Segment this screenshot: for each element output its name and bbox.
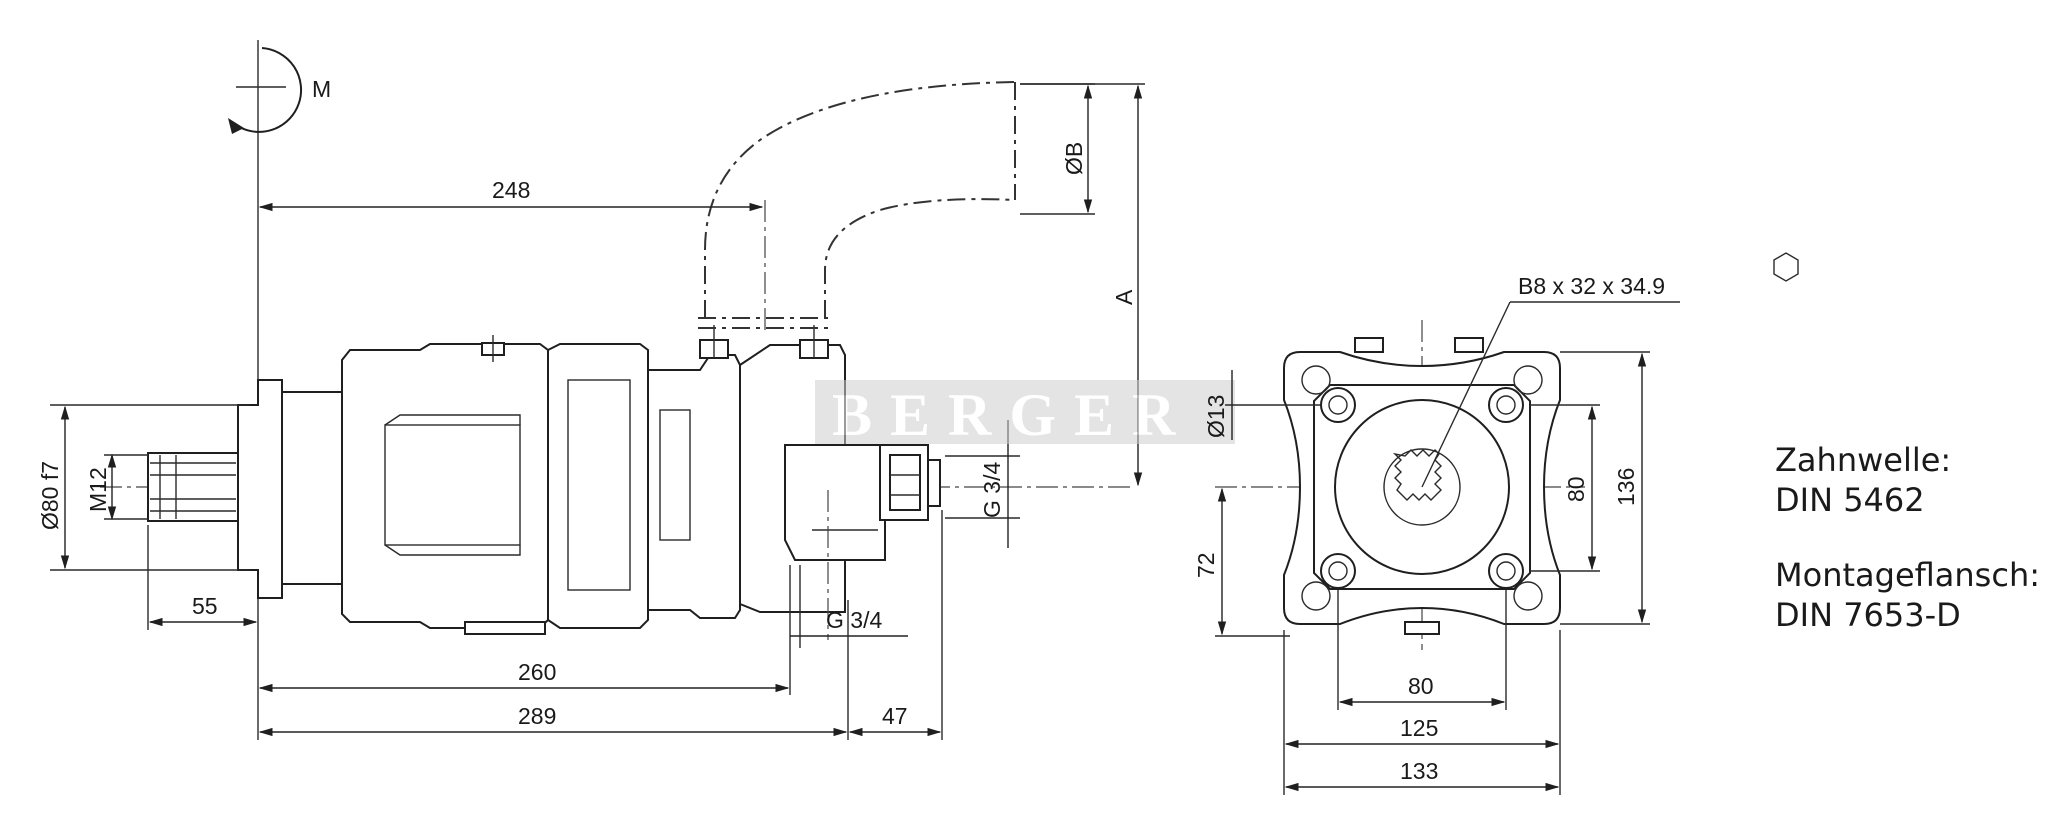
- dim-289: 289: [518, 703, 556, 729]
- flange-note: Montageflansch: DIN 7653-D: [1775, 555, 2040, 635]
- dim-55: 55: [192, 593, 218, 619]
- shaft-note-standard: DIN 5462: [1775, 481, 1925, 519]
- dim-a: A: [1111, 289, 1137, 305]
- dim-80-horizontal: 80: [1408, 673, 1434, 699]
- elbow-pipe-outline: [698, 81, 1016, 330]
- dim-260: 260: [518, 659, 556, 685]
- spline-spec: B8 x 32 x 34.9: [1518, 273, 1665, 299]
- flange-note-title: Montageflansch:: [1775, 556, 2040, 594]
- dim-72: 72: [1193, 552, 1219, 578]
- mounting-flange: [237, 379, 343, 599]
- rotation-label: M: [312, 76, 331, 102]
- dim-m12: M12: [85, 467, 111, 512]
- shaft-note: Zahnwelle: DIN 5462: [1775, 440, 1951, 520]
- pump-housing: [341, 335, 649, 635]
- watermark-text: BERGER: [832, 382, 1193, 448]
- front-view: B8 x 32 x 34.9 Ø13 72 80 136 80 125 133: [1193, 252, 1799, 795]
- ring-mark: [1773, 252, 1799, 282]
- side-port-fitting: [784, 444, 941, 640]
- dim-125: 125: [1400, 715, 1438, 741]
- dim-80-vertical: 80: [1563, 476, 1589, 502]
- dim-diameter-13: Ø13: [1203, 395, 1229, 438]
- dim-diameter-80f7: Ø80 f7: [37, 461, 63, 530]
- dim-133: 133: [1400, 758, 1438, 784]
- rotation-direction-icon: [228, 47, 303, 134]
- dim-136: 136: [1613, 468, 1639, 506]
- dim-g34-side: G 3/4: [979, 462, 1005, 518]
- dim-g34-bottom: G 3/4: [826, 607, 882, 633]
- mounting-holes: [1301, 365, 1543, 611]
- dim-248: 248: [492, 177, 530, 203]
- dim-47: 47: [882, 703, 908, 729]
- berger-watermark-logo: BERGER: [815, 380, 1235, 448]
- dim-diameter-b: ØB: [1061, 142, 1087, 175]
- splined-shaft: [147, 452, 239, 522]
- side-view: M: [37, 40, 1145, 740]
- flange-note-standard: DIN 7653-D: [1775, 596, 1961, 634]
- shaft-note-title: Zahnwelle:: [1775, 441, 1952, 479]
